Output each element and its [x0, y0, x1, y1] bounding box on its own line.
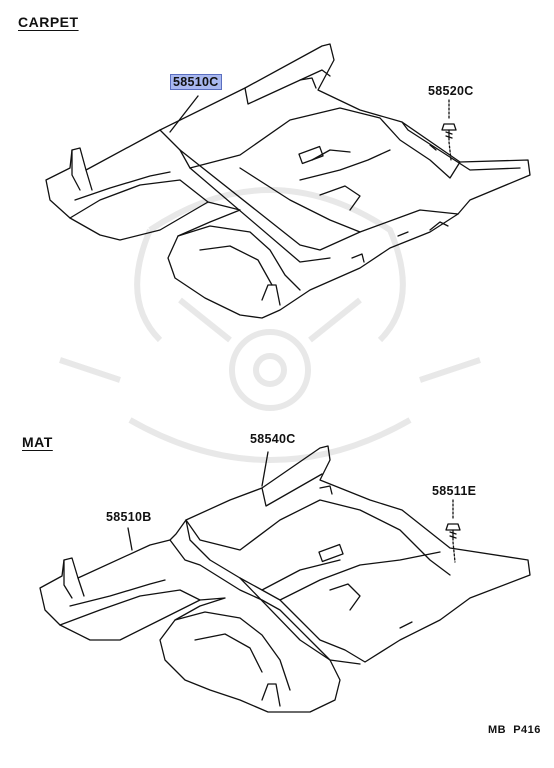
section-title-carpet: CARPET	[18, 14, 79, 30]
part-label-58510c[interactable]: 58510C	[170, 74, 222, 90]
page-code: MB P416	[488, 724, 541, 736]
clip-illustration-mat	[445, 499, 461, 563]
part-label-58511e[interactable]: 58511E	[432, 484, 477, 498]
part-label-58510b[interactable]: 58510B	[106, 510, 152, 524]
part-label-58540c[interactable]: 58540C	[250, 432, 296, 446]
section-title-mat: MAT	[22, 434, 53, 450]
clip-illustration-carpet	[441, 99, 457, 161]
mat-illustration	[39, 445, 531, 713]
carpet-illustration	[45, 43, 531, 319]
part-label-58520c[interactable]: 58520C	[428, 84, 474, 98]
